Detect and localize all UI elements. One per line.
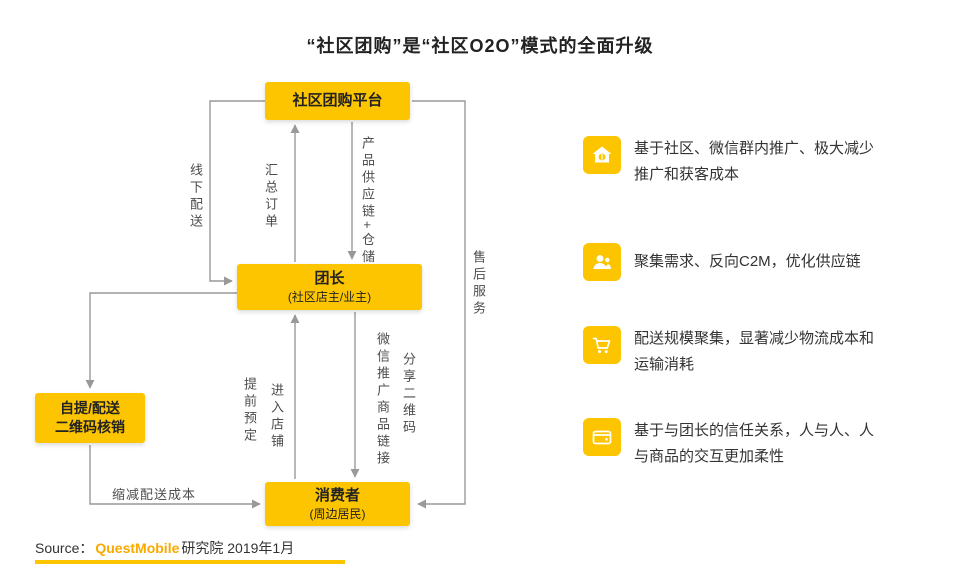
node-leader-label: 团长 xyxy=(314,269,345,287)
source-underline-bar xyxy=(35,560,345,564)
benefit-item-demand: 聚集需求、反向C2M，优化供应链 xyxy=(583,243,884,281)
edge-label-after-sales: 售后服务 xyxy=(471,250,486,318)
people-icon xyxy=(583,243,621,281)
edge-label-reduce-cost: 缩减配送成本 xyxy=(112,487,197,502)
node-platform: 社区团购平台 xyxy=(265,82,410,120)
edge-label-supply-chain: 产品供应链+仓储 xyxy=(360,136,375,267)
edge-offline-delivery-line xyxy=(209,100,265,286)
source-prefix: Source： xyxy=(35,540,94,556)
node-leader-sublabel: (社区店主/业主) xyxy=(287,289,372,304)
edge-label-share-qr: 分享二维码 xyxy=(401,352,416,437)
source-brand: QuestMobile xyxy=(95,540,180,556)
source-suffix: 研究院 2019年1月 xyxy=(181,540,295,556)
cart-icon xyxy=(583,326,621,364)
node-pickup-label-line1: 自提/配送 xyxy=(60,400,120,416)
page-title: “社区团购”是“社区O2O”模式的全面升级 xyxy=(306,36,654,56)
node-pickup-label-line2: 二维码核销 xyxy=(55,419,125,435)
edge-label-offline-delivery: 线下配送 xyxy=(188,163,203,231)
edge-label-pre-order: 提前预定 xyxy=(242,377,257,445)
edge-leader-to-pickup-line xyxy=(85,292,237,389)
benefit-text: 基于与团长的信任关系，人与人、人与商品的交互更加柔性 xyxy=(634,422,875,465)
benefit-item-trust: 基于与团长的信任关系，人与人、人与商品的交互更加柔性 xyxy=(583,418,884,470)
benefit-text: 基于社区、微信群内推广、极大减少推广和获客成本 xyxy=(634,140,875,183)
benefit-text: 聚集需求、反向C2M，优化供应链 xyxy=(634,253,861,270)
edge-label-aggregate-orders: 汇总订单 xyxy=(263,163,278,231)
edge-label-wechat-promo: 微信推广商品链接 xyxy=(375,332,390,468)
wallet-icon xyxy=(583,418,621,456)
node-consumer-sublabel: (周边居民) xyxy=(309,506,366,521)
node-consumer-label: 消费者 xyxy=(314,486,360,504)
node-consumer: 消费者 (周边居民) xyxy=(265,482,410,526)
node-pickup: 自提/配送 二维码核销 xyxy=(35,393,145,443)
benefit-item-logistics: 配送规模聚集，显著减少物流成本和运输消耗 xyxy=(583,326,884,378)
edge-label-enter-store: 进入店铺 xyxy=(269,383,284,451)
node-platform-label: 社区团购平台 xyxy=(292,92,383,109)
node-leader: 团长 (社区店主/业主) xyxy=(237,264,422,310)
benefit-text: 配送规模聚集，显著减少物流成本和运输消耗 xyxy=(634,330,875,373)
benefit-item-promotion: 基于社区、微信群内推广、极大减少推广和获客成本 xyxy=(583,136,884,188)
home-coin-icon xyxy=(583,136,621,174)
